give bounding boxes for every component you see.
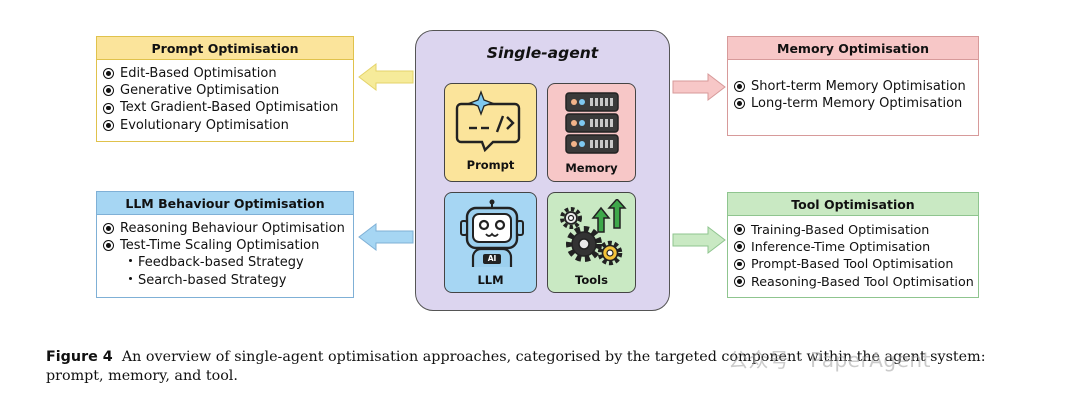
bullet-icon xyxy=(103,102,114,114)
memory-optimisation-title: Memory Optimisation xyxy=(728,37,978,60)
list-item: Training-Based Optimisation xyxy=(734,221,978,238)
dot-icon xyxy=(129,259,132,263)
robot-icon xyxy=(460,199,524,267)
list-item: Text Gradient-Based Optimisation xyxy=(103,99,353,116)
bullet-icon xyxy=(734,224,745,236)
arrow-left-icon xyxy=(358,222,414,252)
tool-optimisation-title: Tool Optimisation xyxy=(728,193,978,216)
list-item: Reasoning-Based Tool Optimisation xyxy=(734,273,978,290)
prompt-tile: Prompt xyxy=(444,83,537,182)
list-item: Long-term Memory Optimisation xyxy=(734,95,978,112)
tools-tile-label: Tools xyxy=(575,273,608,287)
bullet-icon xyxy=(734,258,745,270)
sub-list-item: Search-based Strategy xyxy=(103,272,353,289)
list-item: Inference-Time Optimisation xyxy=(734,238,978,255)
list-item: Edit-Based Optimisation xyxy=(103,65,353,82)
list-item: Short-term Memory Optimisation xyxy=(734,78,978,95)
server-icon xyxy=(565,92,619,154)
gears-arrows-icon xyxy=(560,199,627,266)
ai-badge: AI xyxy=(487,254,497,263)
figure-label: Figure 4 xyxy=(46,349,113,365)
list-item: Prompt-Based Tool Optimisation xyxy=(734,255,978,272)
caption-text: An overview of single-agent optimisation… xyxy=(46,349,986,384)
sub-list-item: Feedback-based Strategy xyxy=(103,254,353,271)
prompt-tile-label: Prompt xyxy=(466,158,515,172)
bullet-icon xyxy=(103,68,114,80)
memory-optimisation-panel: Memory Optimisation Short-term Memory Op… xyxy=(727,36,979,136)
llm-behaviour-optimisation-panel: LLM Behaviour Optimisation Reasoning Beh… xyxy=(96,191,354,298)
bullet-icon xyxy=(734,98,745,110)
arrow-right-icon xyxy=(672,225,726,255)
list-item: Test-Time Scaling Optimisation xyxy=(103,237,353,254)
list-item: Generative Optimisation xyxy=(103,82,353,99)
prompt-chat-icon xyxy=(455,90,521,152)
bullet-icon xyxy=(103,85,114,97)
prompt-optimisation-title: Prompt Optimisation xyxy=(97,37,353,60)
figure-caption: Figure 4 An overview of single-agent opt… xyxy=(46,348,1046,386)
dot-icon xyxy=(129,276,132,280)
memory-tile-label: Memory xyxy=(565,161,618,175)
bullet-icon xyxy=(103,119,114,131)
list-item: Reasoning Behaviour Optimisation xyxy=(103,220,353,237)
list-item: Evolutionary Optimisation xyxy=(103,117,353,134)
watermark: 公众号 · PaperAgent xyxy=(728,348,931,372)
arrow-left-icon xyxy=(358,62,414,92)
bullet-icon xyxy=(734,275,745,287)
tool-optimisation-panel: Tool Optimisation Training-Based Optimis… xyxy=(727,192,979,298)
bullet-icon xyxy=(103,223,114,235)
single-agent-title: Single-agent xyxy=(486,44,599,62)
bullet-icon xyxy=(734,81,745,93)
bullet-icon xyxy=(103,240,114,252)
llm-tile: AI LLM xyxy=(444,192,537,293)
prompt-optimisation-panel: Prompt Optimisation Edit-Based Optimisat… xyxy=(96,36,354,142)
llm-tile-label: LLM xyxy=(477,273,504,287)
memory-tile: Memory xyxy=(547,83,636,182)
llm-behaviour-optimisation-title: LLM Behaviour Optimisation xyxy=(97,192,353,215)
tools-tile: Tools xyxy=(547,192,636,293)
bullet-icon xyxy=(734,241,745,253)
arrow-right-icon xyxy=(672,72,726,102)
